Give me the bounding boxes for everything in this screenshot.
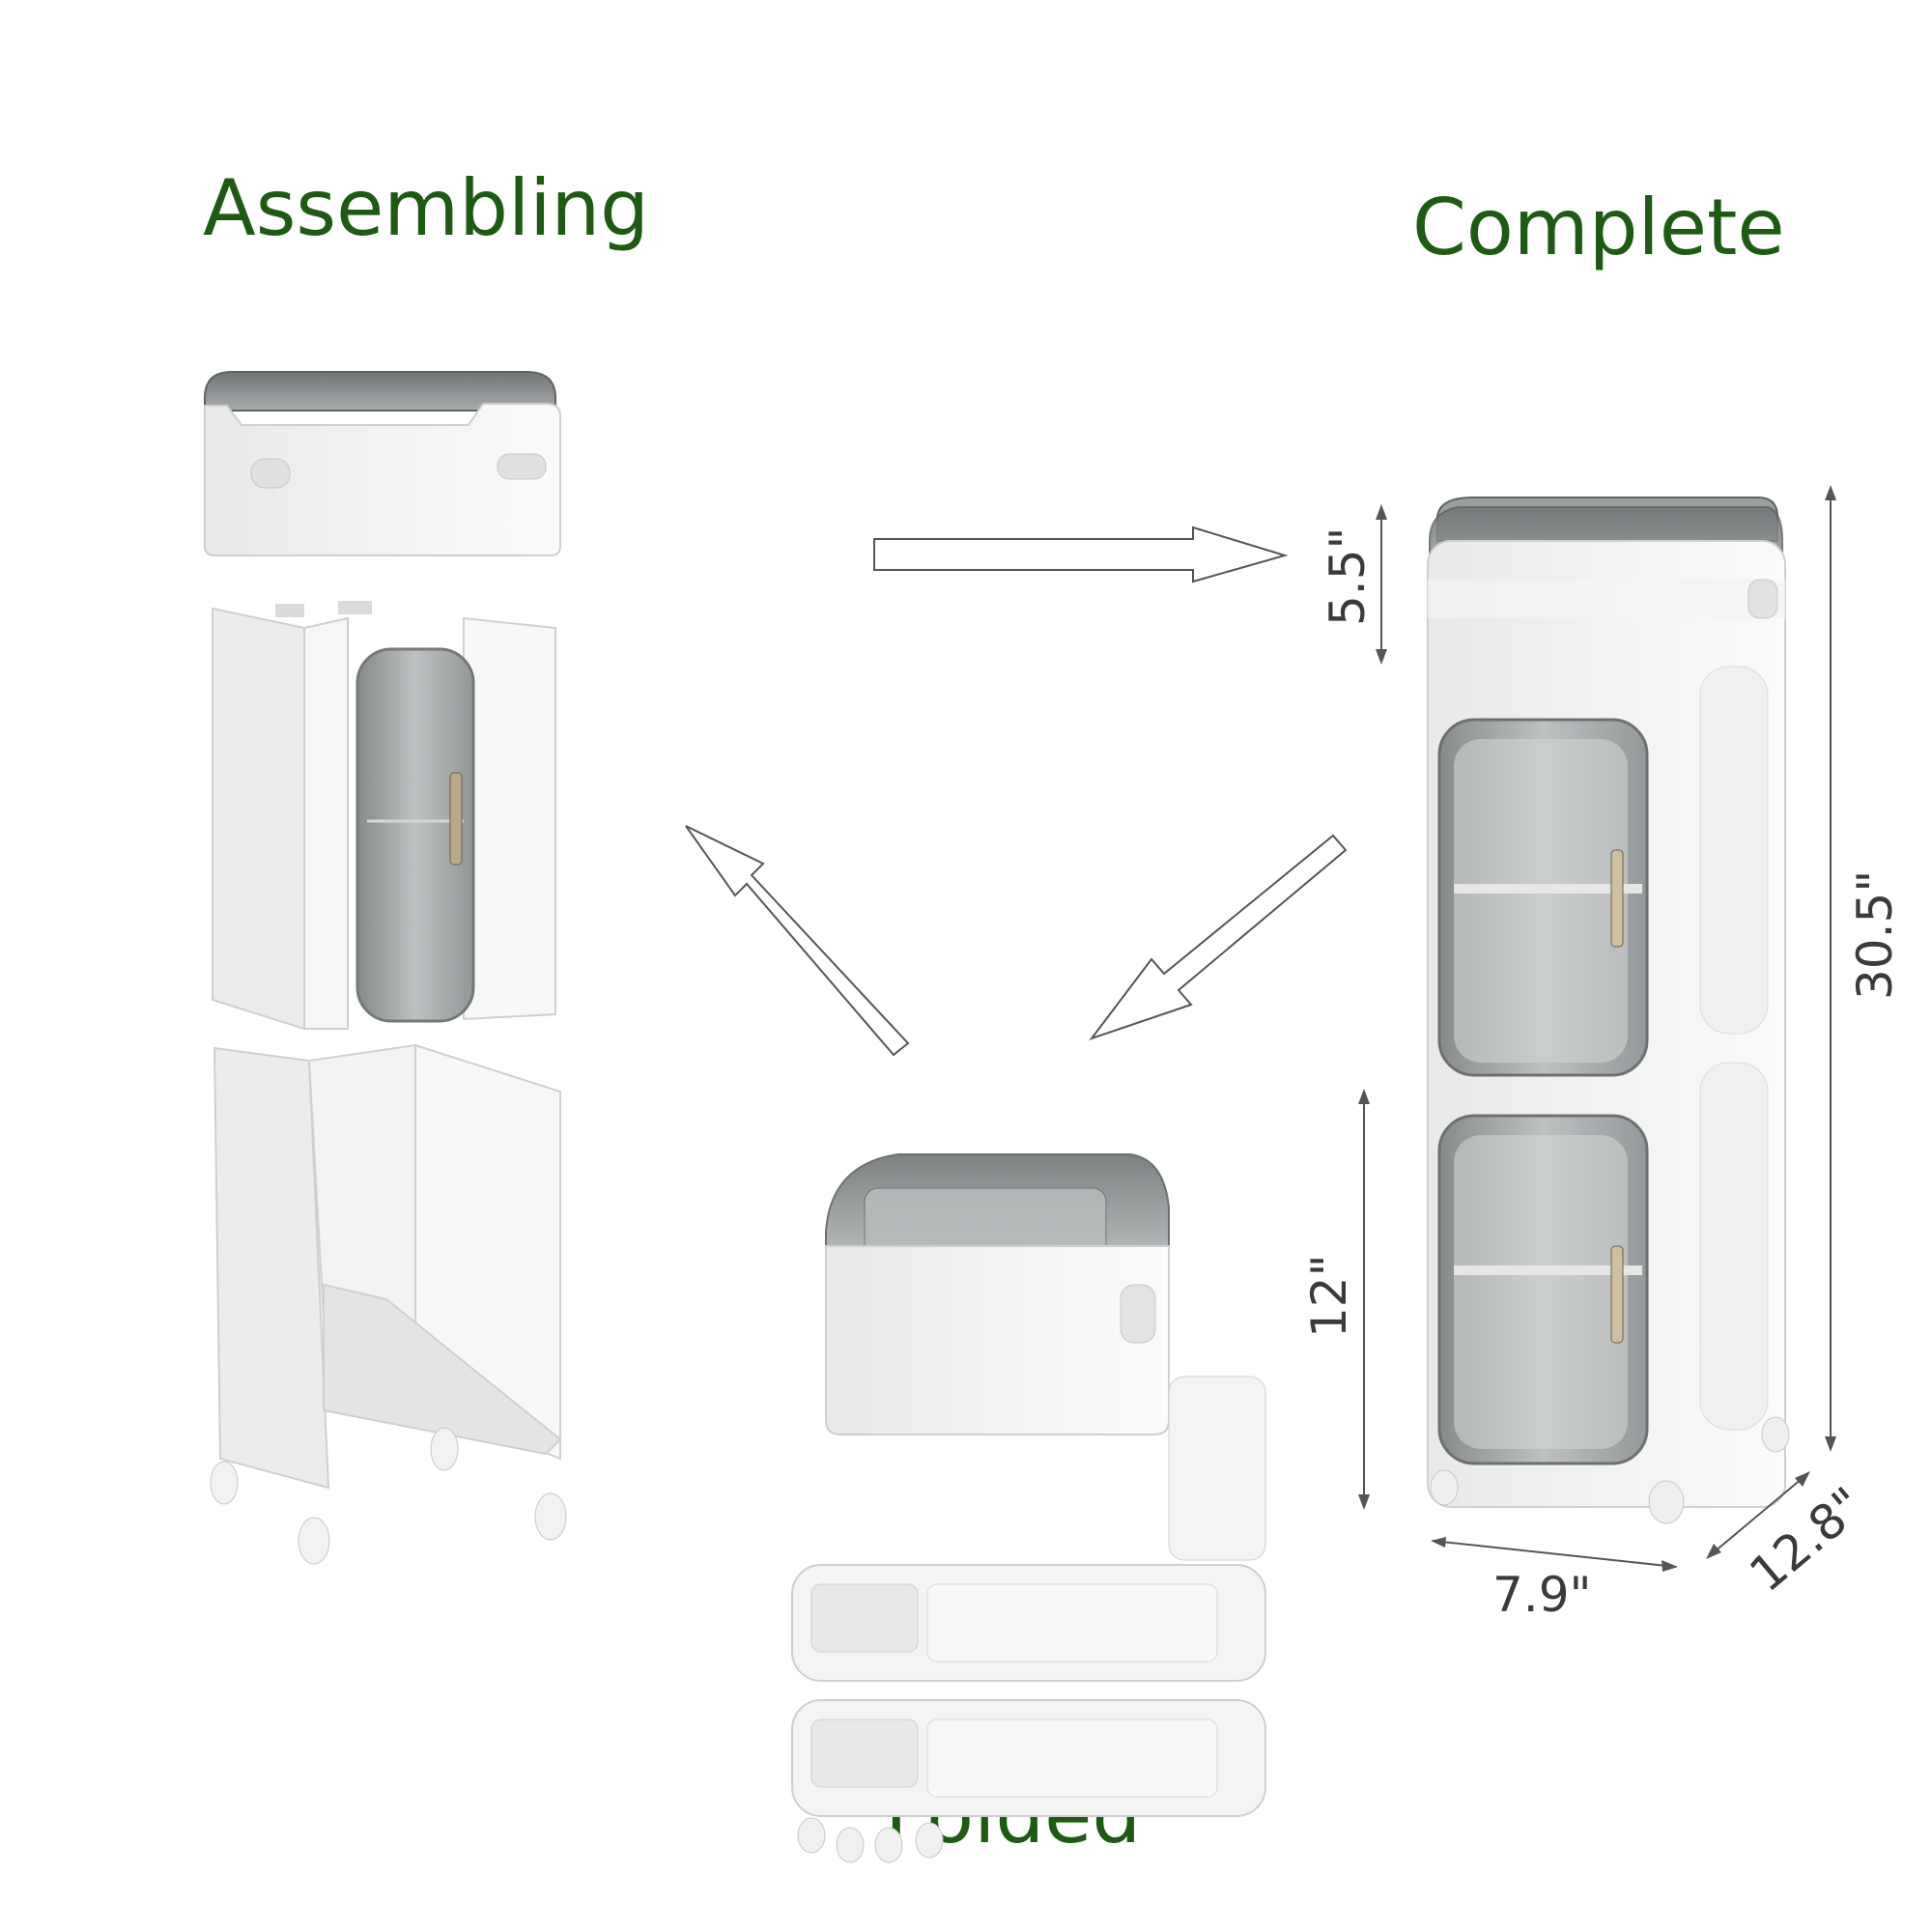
complete-label: Complete (1412, 183, 1785, 272)
assembling-unit (204, 371, 567, 1565)
dimension-top-height: 5.5" (1320, 504, 1387, 665)
dimension-total-height: 30.5" (1825, 485, 1903, 1452)
assembling-upper-tier (212, 601, 556, 1031)
arrow-assembling-to-complete (873, 526, 1289, 583)
dim-bottom-height-text: 12" (1301, 1254, 1357, 1338)
assembling-lid (204, 371, 561, 556)
assembling-lower-tier (210, 1043, 567, 1565)
dim-total-height-text: 30.5" (1847, 870, 1903, 1000)
dimension-bottom-height: 12" (1301, 1089, 1370, 1510)
dim-width-text: 7.9" (1492, 1567, 1592, 1623)
dim-top-height-text: 5.5" (1320, 526, 1376, 626)
complete-unit (1427, 497, 1790, 1524)
assembling-label: Assembling (203, 163, 649, 253)
arrow-folded-to-assembling (685, 825, 910, 1057)
folded-panels (791, 1564, 1266, 1863)
folded-unit (791, 1153, 1266, 1863)
dimension-width: 7.9" (1431, 1537, 1678, 1623)
folded-lid-box (825, 1153, 1266, 1561)
arrow-complete-to-folded (1089, 834, 1348, 1040)
